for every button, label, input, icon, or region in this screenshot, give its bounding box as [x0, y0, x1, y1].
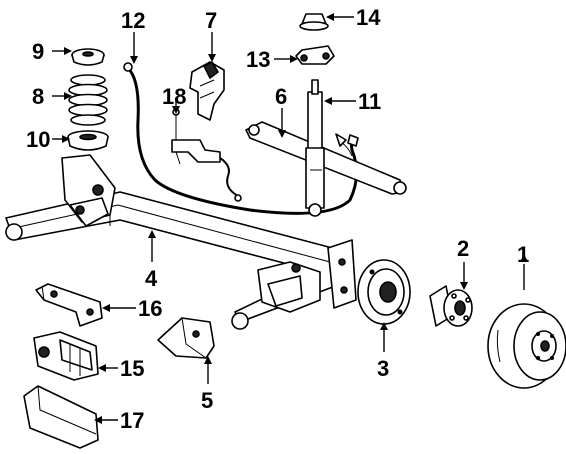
rear-axle-beam — [5, 154, 357, 330]
callout-18: 18 — [162, 84, 186, 109]
shock-cap — [299, 13, 329, 31]
callout-8: 8 — [32, 84, 44, 109]
lower-spring-insulator — [67, 130, 109, 151]
cable-bracket — [35, 283, 103, 327]
brake-backing-plate — [357, 259, 411, 325]
callout-7: 7 — [205, 8, 217, 33]
callout-12: 12 — [121, 8, 145, 33]
axle-mount-bracket — [157, 317, 215, 359]
callout-4: 4 — [145, 266, 158, 291]
callout-11: 11 — [358, 89, 381, 114]
callout-17: 17 — [120, 408, 144, 433]
callout-1: 1 — [517, 242, 529, 267]
wheel-cylinder — [33, 331, 99, 381]
callout-9: 9 — [32, 39, 44, 64]
callout-labels: 1 2 3 4 5 6 7 8 9 10 11 12 13 14 15 16 1… — [26, 5, 529, 433]
callout-2: 2 — [457, 236, 469, 261]
callout-16: 16 — [138, 296, 162, 321]
brake-line-harness — [123, 62, 359, 215]
upper-mount-bracket — [189, 61, 225, 121]
hub-bearing — [429, 285, 473, 327]
callout-15: 15 — [120, 356, 144, 381]
track-bar — [245, 121, 407, 195]
splash-shield — [23, 385, 99, 449]
shock-absorber — [305, 79, 325, 217]
callout-13: 13 — [246, 47, 270, 72]
callout-6: 6 — [275, 84, 287, 109]
leader-lines — [52, 13, 528, 424]
callout-3: 3 — [377, 356, 389, 381]
brake-hose — [171, 108, 242, 202]
brake-drum — [487, 303, 566, 389]
upper-spring-insulator — [71, 48, 105, 66]
shock-upper-mount — [295, 45, 335, 65]
callout-14: 14 — [356, 5, 381, 30]
coil-spring — [68, 74, 108, 126]
callout-5: 5 — [201, 388, 213, 413]
callout-10: 10 — [26, 127, 50, 152]
